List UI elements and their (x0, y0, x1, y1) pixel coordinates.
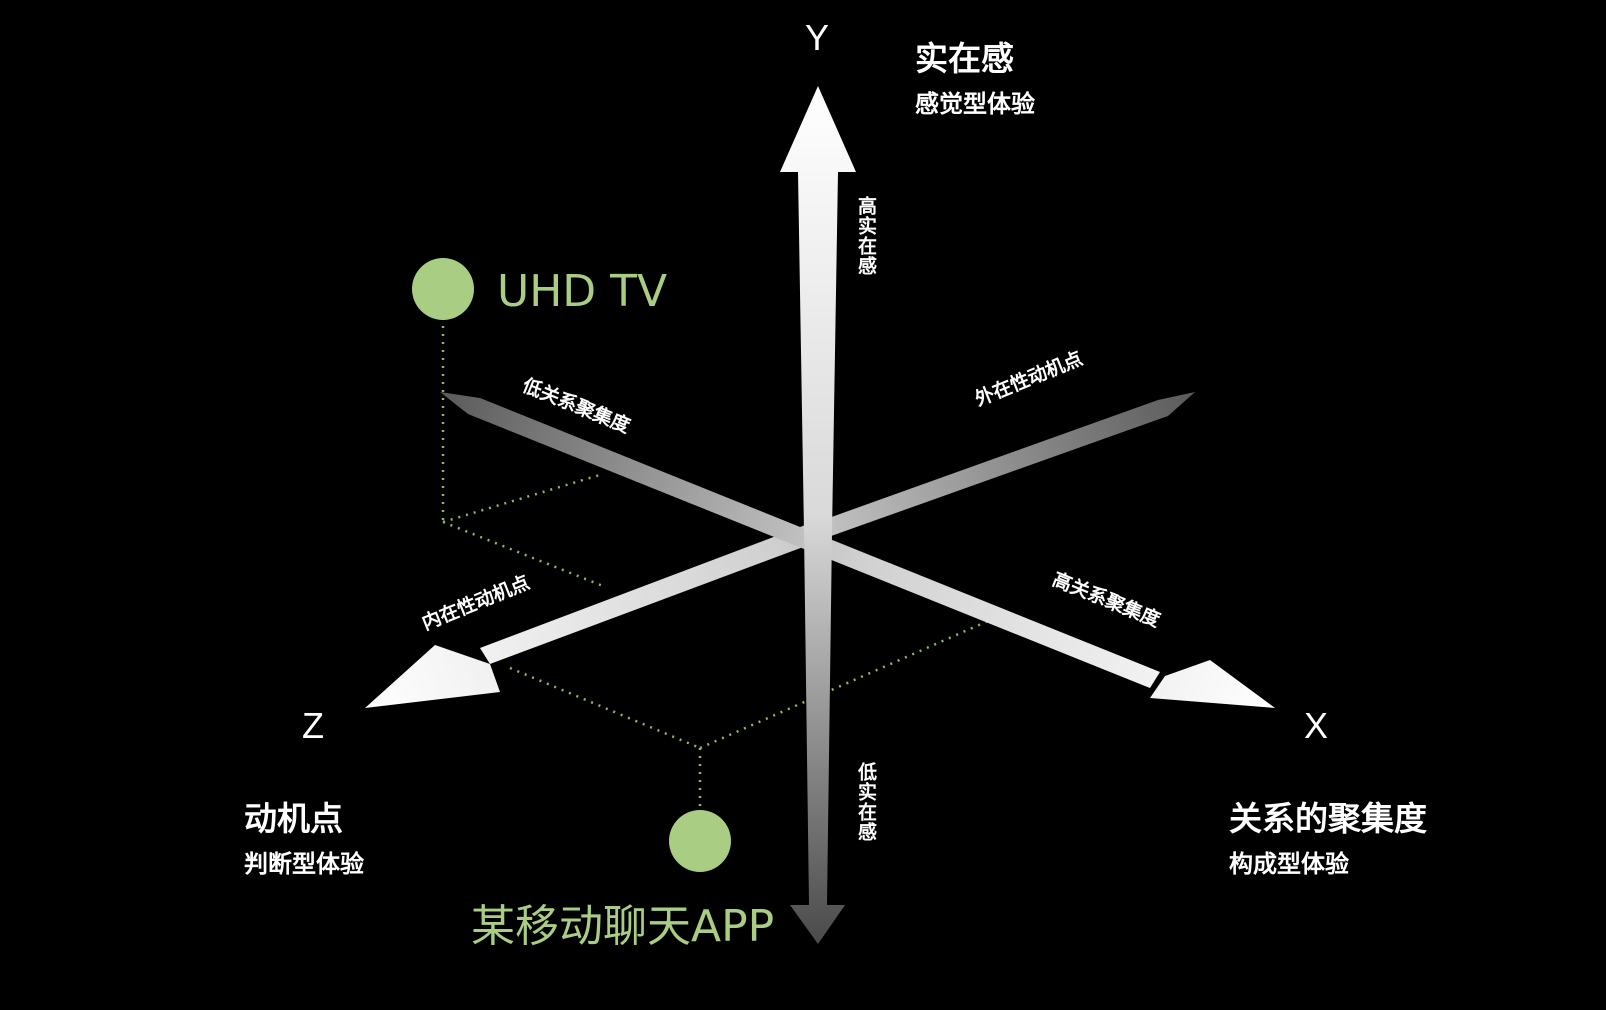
chat-app-label: 某移动聊天APP (471, 901, 775, 952)
y-axis-high-tag: 高实在感 (855, 196, 877, 276)
z-axis-subtitle: 判断型体验 (244, 850, 364, 878)
y-axis-title: 实在感 (915, 39, 1014, 78)
z-axis-title: 动机点 (244, 799, 343, 838)
z-axis-letter: Z (302, 705, 324, 746)
chat-app-point (669, 810, 731, 872)
uhd-tv-label: UHD TV (497, 266, 668, 317)
uhd-tv-point (412, 258, 474, 320)
z-axis (365, 392, 1195, 708)
y-axis (780, 86, 856, 944)
y-axis-subtitle: 感觉型体验 (915, 90, 1035, 118)
x-axis-subtitle: 构成型体验 (1229, 850, 1349, 878)
y-axis-low-tag: 低实在感 (855, 762, 877, 842)
x-axis-title: 关系的聚集度 (1229, 799, 1427, 838)
x-axis (440, 392, 1275, 708)
uhd-tv-guides (441, 318, 604, 588)
x-axis-letter: X (1304, 705, 1329, 746)
y-axis-letter: Y (805, 17, 830, 58)
chat-app-guides (509, 615, 998, 808)
